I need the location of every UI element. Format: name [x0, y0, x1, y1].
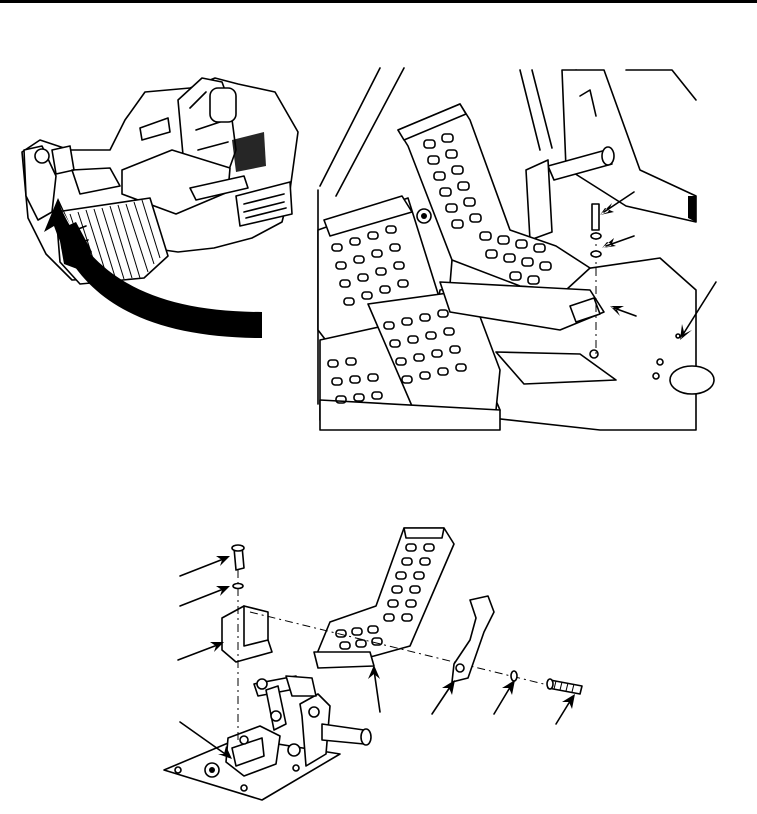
callout-arrow — [600, 191, 635, 215]
callout-arrow — [555, 694, 575, 725]
callout-arrow — [368, 665, 381, 713]
exploded-callouts — [177, 556, 575, 759]
headrest — [209, 87, 237, 123]
callout-arrow — [680, 281, 717, 340]
callout-arrow — [179, 586, 230, 607]
installed-view — [317, 67, 715, 431]
pedal-holes-exploded — [335, 543, 435, 650]
tread-holes — [327, 225, 467, 404]
callout-arrow — [177, 642, 224, 661]
callout-arrow — [493, 680, 515, 715]
l-bracket — [221, 605, 273, 663]
hatched-cushion — [232, 132, 266, 172]
floor-treads — [317, 195, 501, 431]
installed-callouts — [600, 191, 717, 340]
exploded-view — [163, 527, 583, 801]
pedal-exploded — [313, 527, 455, 669]
location-view — [21, 77, 299, 338]
callout-arrow — [602, 235, 635, 248]
callout-arrow — [431, 680, 455, 715]
callout-arrow — [179, 556, 230, 577]
callout-arrow — [610, 306, 637, 317]
pedal-guard — [451, 595, 495, 683]
callout-arrow — [179, 721, 232, 759]
pedal-holes-installed — [423, 133, 552, 285]
location-pointer-arrow — [44, 198, 262, 338]
